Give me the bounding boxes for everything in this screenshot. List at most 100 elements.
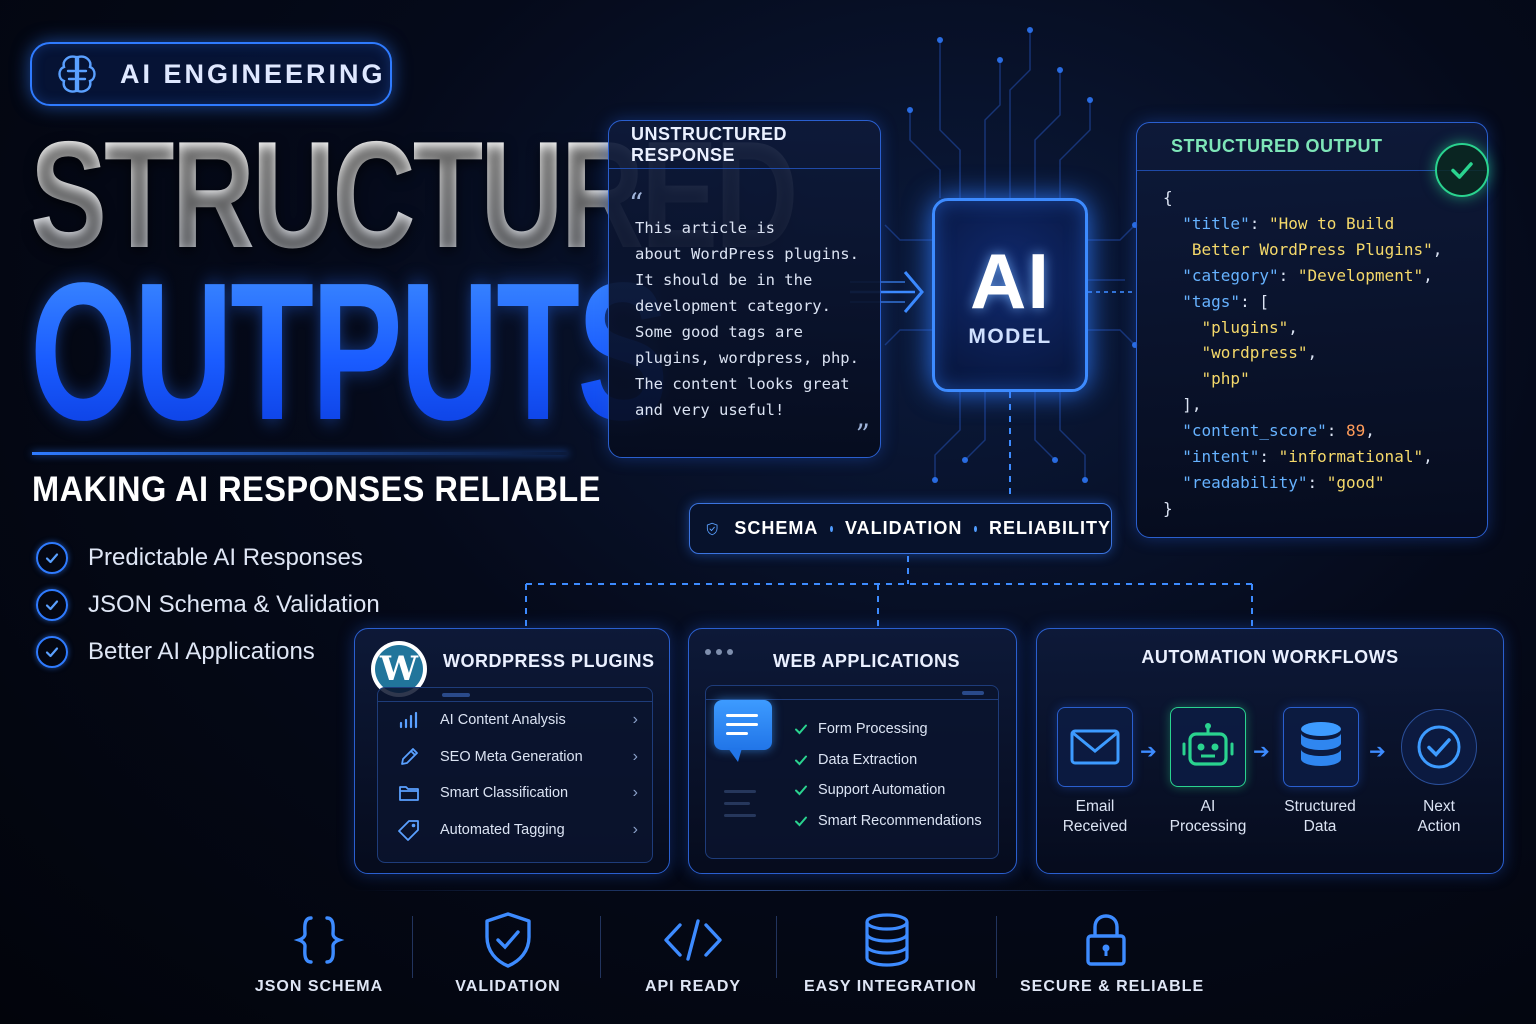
list-item-label: AI Content Analysis (440, 712, 566, 729)
benefit-item: JSON Schema & Validation (36, 581, 380, 628)
feature-label: JSON SCHEMA (254, 978, 384, 995)
structured-output-panel: STRUCTURED OUTPUT { "title": "How to Bui… (1136, 122, 1489, 538)
chat-bubble-icon (714, 700, 772, 762)
text-line: It should be in the (635, 271, 813, 289)
unstructured-text: This article is about WordPress plugins.… (635, 215, 875, 423)
list-item-label: Form Processing (818, 721, 928, 738)
separator-dot (974, 525, 977, 532)
chip-label: MODEL (968, 325, 1052, 348)
benefit-list: Predictable AI Responses JSON Schema & V… (36, 534, 380, 675)
list-item: Support Automation (794, 775, 982, 806)
footer-separator (776, 916, 777, 978)
list-item: Data Extraction (794, 745, 982, 776)
tag-icon (398, 819, 420, 841)
pill-word-schema: SCHEMA (734, 518, 819, 538)
open-quote-icon: “ (629, 187, 644, 220)
unstructured-response-panel: UNSTRUCTURED RESPONSE “ This article is … (608, 120, 881, 458)
brain-icon (58, 55, 96, 93)
footer-separator (996, 916, 997, 978)
checkmark-icon (1435, 143, 1489, 197)
text-line: and very useful! (635, 401, 785, 419)
pill-word-reliability: RELIABILITY (988, 518, 1111, 538)
check-icon (795, 816, 807, 827)
json-code-block: { "title": "How to Build Better WordPres… (1163, 188, 1443, 518)
text-line: This article is (635, 219, 775, 237)
text-line: Some good tags are (635, 323, 803, 341)
web-app-window: Form Processing Data Extraction Support … (705, 685, 999, 859)
feature-validation: VALIDATION (448, 908, 568, 996)
benefit-item: Better AI Applications (36, 628, 380, 675)
footer-divider (354, 890, 1174, 891)
list-item[interactable]: Automated Tagging › (378, 812, 652, 849)
badge-label: AI ENGINEERING (120, 58, 386, 89)
footer-separator (412, 916, 413, 978)
chevron-right-icon: › (632, 711, 638, 729)
text-line: about WordPress plugins. (635, 245, 859, 263)
plugin-feature-list: AI Content Analysis › SEO Meta Generatio… (377, 687, 653, 863)
check-circle-icon (1401, 709, 1477, 785)
schema-validation-pill: SCHEMA VALIDATION RELIABILITY (689, 503, 1112, 554)
structured-title: STRUCTURED OUTPUT (1137, 123, 1487, 171)
shield-check-icon (448, 908, 568, 972)
web-feature-list: Form Processing Data Extraction Support … (794, 714, 982, 836)
list-item-label: Support Automation (818, 782, 946, 799)
benefit-text: Predictable AI Responses (88, 543, 363, 571)
list-item-label: SEO Meta Generation (440, 748, 583, 765)
webapps-title: WEB APPLICATIONS (773, 651, 960, 671)
lock-icon (1020, 908, 1192, 972)
check-icon (36, 541, 68, 574)
unstructured-title: UNSTRUCTURED RESPONSE (609, 121, 880, 169)
headline-subtitle: MAKING AI RESPONSES RELIABLE (32, 470, 601, 509)
footer-separator (600, 916, 601, 978)
chevron-right-icon: › (632, 747, 638, 765)
category-badge: AI ENGINEERING (30, 42, 392, 106)
feature-label: API READY (644, 978, 742, 995)
check-icon (795, 785, 807, 796)
ai-model-chip: AI MODEL (932, 198, 1088, 392)
headline-divider (32, 452, 568, 455)
list-item-label: Smart Recommendations (818, 812, 982, 829)
window-title-bar (706, 686, 998, 700)
text-line: development category. (635, 297, 831, 315)
list-item: Smart Recommendations (794, 806, 982, 837)
check-icon (795, 724, 807, 735)
code-icon (636, 908, 750, 972)
envelope-icon (1057, 707, 1133, 787)
chip-title: AI (970, 237, 1050, 325)
benefit-item: Predictable AI Responses (36, 534, 380, 581)
benefit-text: Better AI Applications (88, 637, 315, 665)
feature-label: VALIDATION (455, 978, 561, 995)
wordpress-title: WORDPRESS PLUGINS (443, 651, 655, 671)
check-icon (795, 755, 807, 766)
separator-dot (830, 525, 834, 532)
check-icon (36, 588, 68, 621)
list-header-bar (378, 688, 652, 702)
arrow-right-icon: ➔ (1369, 741, 1386, 763)
text-line: The content looks great (635, 375, 850, 393)
feature-json-schema: JSON SCHEMA (250, 908, 388, 996)
arrow-right-icon: ➔ (1253, 741, 1270, 763)
bar-chart-icon (398, 709, 420, 731)
database-icon (1283, 707, 1359, 787)
web-applications-panel: WEB APPLICATIONS Form Processing Data Ex… (688, 628, 1017, 874)
chevron-right-icon: › (632, 784, 638, 802)
text-line: plugins, wordpress, php. (635, 349, 859, 367)
feature-easy-integration: EASY INTEGRATION (804, 908, 976, 996)
list-item: Form Processing (794, 714, 982, 745)
list-item-label: Smart Classification (440, 785, 569, 802)
benefit-text: JSON Schema & Validation (88, 590, 380, 618)
list-item[interactable]: Smart Classification › (378, 775, 652, 812)
database-icon (804, 908, 970, 972)
list-item-label: Data Extraction (818, 751, 918, 768)
pill-word-validation: VALIDATION (845, 518, 963, 538)
shield-check-icon (706, 522, 718, 535)
list-item[interactable]: SEO Meta Generation › (378, 739, 652, 776)
feature-api-ready: API READY (636, 908, 750, 996)
list-item[interactable]: AI Content Analysis › (378, 702, 652, 739)
